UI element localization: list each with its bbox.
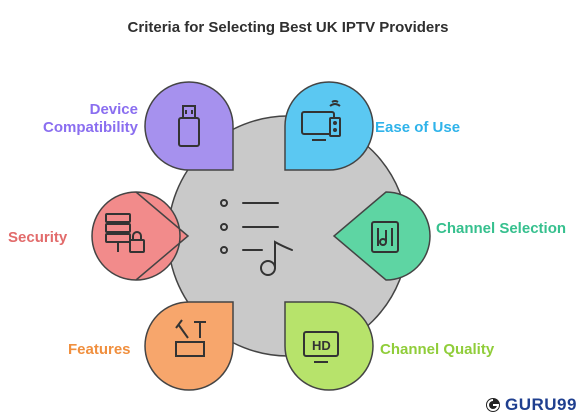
label-security: Security	[8, 229, 68, 246]
diagram-title: Criteria for Selecting Best UK IPTV Prov…	[127, 19, 449, 36]
svg-text:HD: HD	[312, 338, 331, 353]
label-ease-of-use: Ease of Use	[375, 119, 461, 136]
playlist-icon	[220, 199, 293, 276]
label-channel-quality: Channel Quality	[380, 341, 495, 358]
petal-channel-selection	[332, 191, 431, 281]
server-lock-icon	[105, 213, 145, 253]
petal-ease-of-use	[284, 81, 374, 171]
petal-device-compatibility	[144, 81, 234, 171]
label-channel-selection: Channel Selection	[436, 220, 567, 237]
petal-channel-quality: HD	[284, 301, 374, 391]
tv-remote-icon	[301, 100, 341, 141]
label-features: Features	[68, 341, 131, 358]
brand-name: GURU99	[505, 395, 576, 414]
hd-tv-icon: HD	[303, 331, 339, 363]
brand-logo: GURU99	[485, 395, 576, 415]
petal-security	[91, 191, 190, 281]
guru99-logo-icon	[486, 398, 500, 412]
petal-features	[144, 301, 234, 391]
music-file-icon	[371, 221, 399, 253]
tools-icon	[175, 319, 206, 357]
usb-drive-icon	[178, 105, 200, 147]
label-device-compatibility: Device Compatibility	[42, 101, 138, 136]
